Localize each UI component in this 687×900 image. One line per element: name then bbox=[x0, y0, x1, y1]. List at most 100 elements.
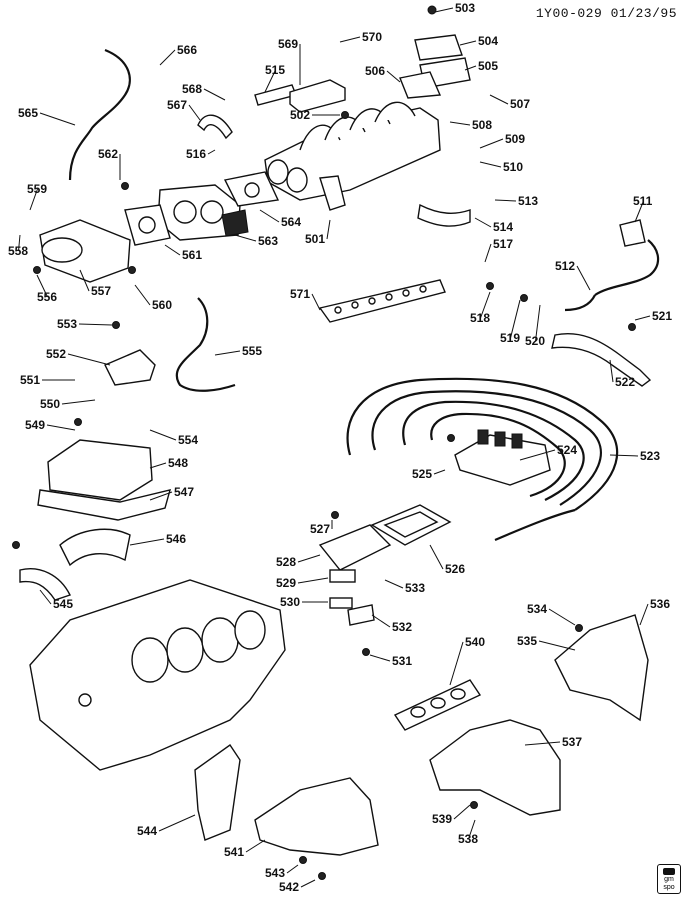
callout-534: 534 bbox=[527, 602, 547, 616]
leader-line-517 bbox=[484, 243, 492, 263]
callout-570: 570 bbox=[362, 30, 382, 44]
callout-503: 503 bbox=[455, 1, 475, 15]
throttle-body-assembly bbox=[124, 171, 280, 246]
callout-558: 558 bbox=[8, 244, 28, 258]
leader-line-512 bbox=[576, 265, 591, 291]
callout-556: 556 bbox=[37, 290, 57, 304]
leader-line-521 bbox=[634, 315, 651, 321]
callout-551: 551 bbox=[20, 373, 40, 387]
leader-line-564 bbox=[259, 209, 280, 223]
leader-line-520 bbox=[535, 304, 541, 342]
callout-510: 510 bbox=[503, 160, 523, 174]
leader-line-556 bbox=[36, 274, 48, 298]
exhaust-manifold bbox=[429, 614, 649, 816]
callout-542: 542 bbox=[279, 880, 299, 894]
leader-line-571 bbox=[311, 293, 321, 311]
engine-block bbox=[29, 579, 286, 771]
leader-line-523 bbox=[609, 454, 639, 457]
callout-509: 509 bbox=[505, 132, 525, 146]
callout-565: 565 bbox=[18, 106, 38, 120]
callout-569: 569 bbox=[278, 37, 298, 51]
callout-515: 515 bbox=[265, 63, 285, 77]
air-box-part bbox=[39, 219, 131, 283]
callout-539: 539 bbox=[432, 812, 452, 826]
leader-line-516 bbox=[207, 149, 216, 155]
gm-spo-logo: gm spo bbox=[657, 864, 681, 894]
upper-intake-manifold bbox=[264, 101, 441, 211]
hoses-upper bbox=[197, 84, 471, 227]
callout-532: 532 bbox=[392, 620, 412, 634]
callout-545: 545 bbox=[53, 597, 73, 611]
leader-line-565 bbox=[39, 112, 76, 126]
leader-line-524 bbox=[519, 449, 556, 461]
callout-501: 501 bbox=[305, 232, 325, 246]
callout-520: 520 bbox=[525, 334, 545, 348]
callout-538: 538 bbox=[458, 832, 478, 846]
leader-line-552 bbox=[67, 353, 111, 366]
leader-line-566 bbox=[159, 49, 176, 66]
callout-506: 506 bbox=[365, 64, 385, 78]
callout-519: 519 bbox=[500, 331, 520, 345]
diagram-code-header: 1Y00-029 01/23/95 bbox=[535, 6, 677, 21]
callout-549: 549 bbox=[25, 418, 45, 432]
bracket-552 bbox=[104, 349, 156, 386]
callout-548: 548 bbox=[168, 456, 188, 470]
leader-line-534 bbox=[548, 608, 576, 626]
leader-line-509 bbox=[479, 138, 504, 149]
leader-line-539 bbox=[453, 804, 471, 820]
leader-line-542 bbox=[300, 879, 316, 888]
leader-line-561 bbox=[164, 244, 181, 256]
right-tubes bbox=[551, 219, 660, 387]
leader-line-567 bbox=[188, 104, 201, 121]
callout-571: 571 bbox=[290, 287, 310, 301]
leader-line-528 bbox=[297, 554, 321, 563]
fasteners bbox=[12, 5, 636, 880]
leader-line-550 bbox=[61, 399, 96, 405]
callout-559: 559 bbox=[27, 182, 47, 196]
ignition-coil-524 bbox=[454, 429, 551, 486]
leader-line-529 bbox=[297, 577, 329, 584]
bracket-569 bbox=[289, 79, 346, 113]
bracket-504-505-506 bbox=[399, 34, 471, 99]
callout-541: 541 bbox=[224, 845, 244, 859]
callout-560: 560 bbox=[152, 298, 172, 312]
callout-562: 562 bbox=[98, 147, 118, 161]
callout-523: 523 bbox=[640, 449, 660, 463]
bracket-544-shield-541 bbox=[194, 744, 379, 856]
callout-553: 553 bbox=[57, 317, 77, 331]
leader-line-570 bbox=[339, 36, 361, 43]
adapter-plate-526 bbox=[318, 504, 452, 571]
leader-line-505 bbox=[464, 65, 477, 71]
leader-line-544 bbox=[158, 814, 196, 832]
leader-line-543 bbox=[286, 864, 299, 874]
callout-504: 504 bbox=[478, 34, 498, 48]
leader-line-525 bbox=[433, 469, 446, 475]
leader-line-533 bbox=[384, 579, 404, 589]
callout-540: 540 bbox=[465, 635, 485, 649]
callout-526: 526 bbox=[445, 562, 465, 576]
callout-567: 567 bbox=[167, 98, 187, 112]
leader-line-519 bbox=[510, 299, 521, 339]
callout-552: 552 bbox=[46, 347, 66, 361]
callout-533: 533 bbox=[405, 581, 425, 595]
callout-557: 557 bbox=[91, 284, 111, 298]
callout-531: 531 bbox=[392, 654, 412, 668]
callout-507: 507 bbox=[510, 97, 530, 111]
callout-512: 512 bbox=[555, 259, 575, 273]
fuel-line-565 bbox=[68, 48, 131, 181]
leader-line-549 bbox=[46, 424, 76, 431]
logo-text: gm spo bbox=[663, 876, 675, 891]
leader-line-518 bbox=[480, 291, 491, 319]
leader-line-560 bbox=[134, 284, 151, 306]
leader-line-501 bbox=[326, 219, 331, 240]
callout-547: 547 bbox=[174, 485, 194, 499]
callout-543: 543 bbox=[265, 866, 285, 880]
leader-line-546 bbox=[129, 538, 165, 546]
callout-566: 566 bbox=[177, 43, 197, 57]
leader-line-559 bbox=[29, 188, 38, 211]
plenum-548 bbox=[37, 439, 171, 521]
callout-529: 529 bbox=[276, 576, 296, 590]
callout-514: 514 bbox=[493, 220, 513, 234]
callout-537: 537 bbox=[562, 735, 582, 749]
intake-gasket-571 bbox=[318, 279, 446, 323]
